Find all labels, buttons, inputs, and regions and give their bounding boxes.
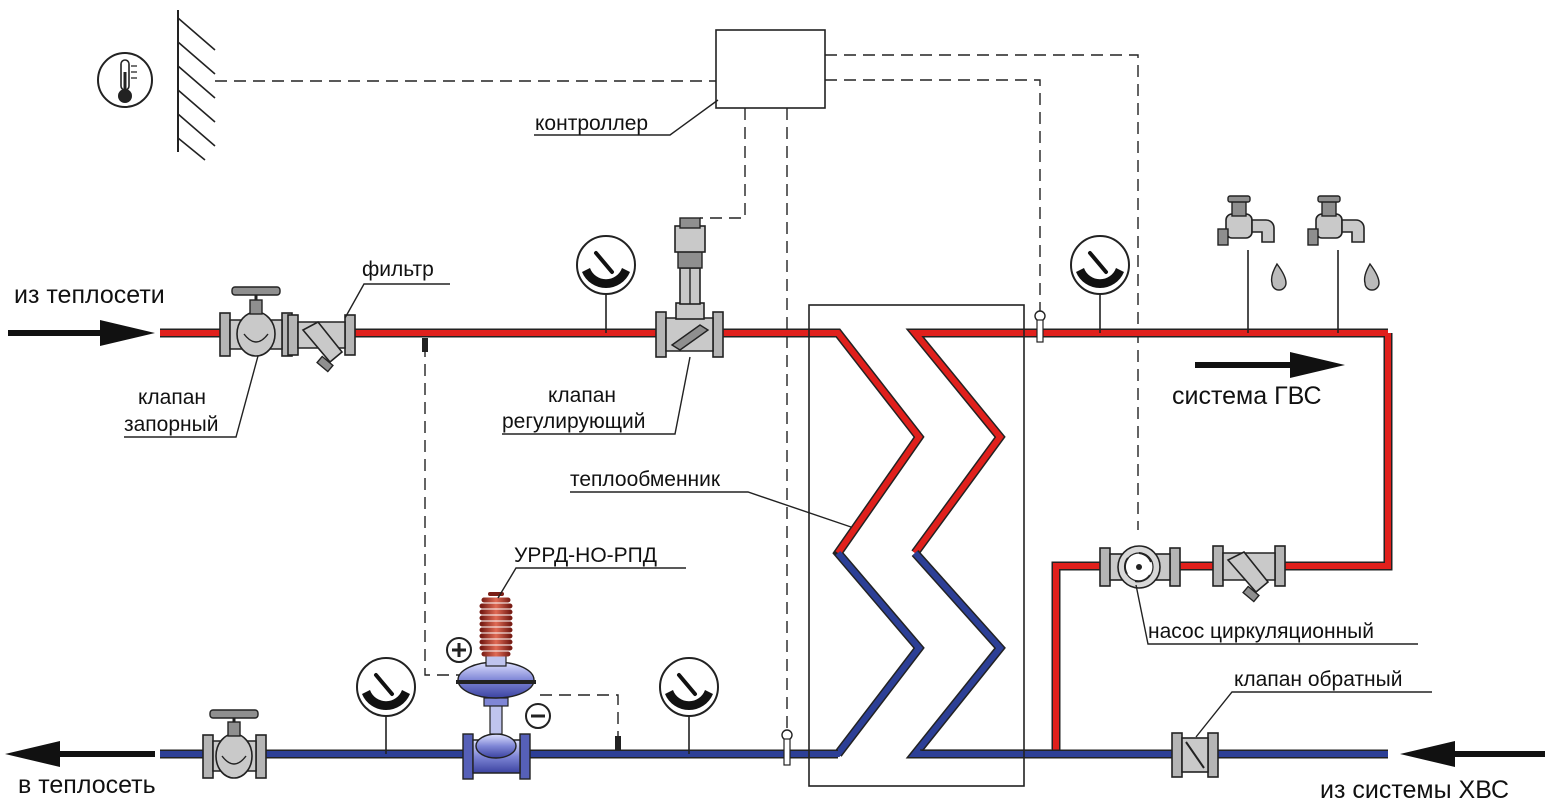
outdoor-temperature-sensor [97,52,153,108]
pressure-gauge-3 [356,657,416,754]
label-check-valve: клапан обратный [1234,668,1402,691]
label-control-valve-2: регулирующий [502,410,645,433]
circulation-pump [1099,545,1181,589]
label-shutoff-valve-1: клапан [138,386,206,409]
check-valve [1171,732,1219,778]
label-shutoff-valve-2: запорный [124,413,218,436]
label-filter: фильтр [362,258,434,281]
label-heat-exchanger: теплообменник [570,468,721,491]
plus-sign-icon [446,637,472,663]
filter-supply [287,314,356,373]
tap-2 [1307,195,1380,333]
label-pressure-regulator: УРРД-НО-РПД [514,544,657,567]
tap-1 [1217,195,1287,333]
temperature-sensor-return [781,729,793,766]
filter-dhw [1212,545,1286,603]
signal-lines [215,54,1139,737]
shutoff-valve-return [202,709,267,779]
control-valve [655,217,724,358]
leader-lines [124,99,1432,738]
label-controller: контроллер [535,112,648,135]
label-circulation-pump: насос циркуляционный [1148,620,1374,643]
pressure-gauge-2 [1070,235,1130,333]
flow-arrows [5,320,1545,767]
temperature-sensor-dhw [1034,310,1046,343]
pressure-gauge-1 [576,235,636,333]
label-hot-water-system: система ГВС [1172,382,1322,410]
shutoff-valve-supply [219,286,293,357]
outdoor-wall [177,10,216,161]
label-from-heat-network: из теплосети [14,281,165,309]
impulse-tap-return [615,736,621,750]
controller-box [715,29,826,109]
label-to-heat-network: в теплосеть [18,771,156,799]
impulse-tap-supply [422,338,428,352]
regulator-spring [479,592,513,657]
pressure-gauge-4 [659,657,719,754]
label-control-valve-1: клапан [548,384,616,407]
label-from-cold-water: из системы ХВС [1320,776,1509,800]
pressure-regulator [456,592,536,780]
minus-sign-icon [525,703,551,729]
heat-exchanger [808,304,1025,787]
